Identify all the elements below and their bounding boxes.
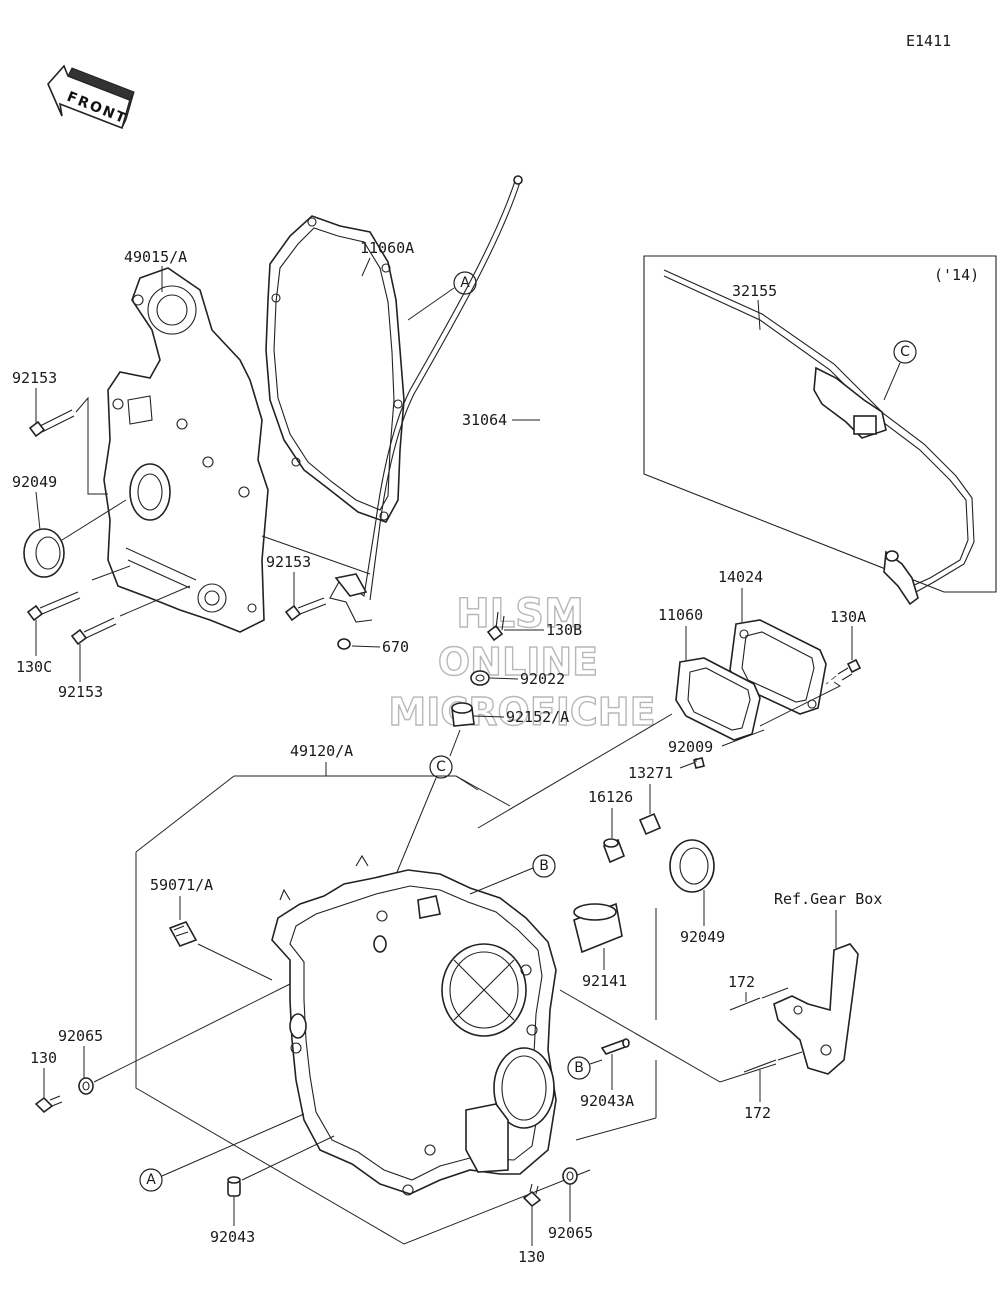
bolt-92153-top — [28, 409, 75, 438]
bolt-130-bottom — [522, 1183, 542, 1208]
screw-92009 — [679, 757, 705, 769]
callout-c-right: C — [893, 340, 917, 364]
svg-text:C: C — [900, 344, 910, 360]
gasket-11060 — [675, 657, 761, 741]
dipstick-31064 — [329, 175, 523, 623]
callout-c-left: C — [429, 755, 453, 779]
gear-box-bracket — [773, 943, 859, 1075]
bolt-92153-mid — [284, 597, 327, 622]
label-130-bottom: 130 — [518, 1248, 545, 1266]
o-ring-670 — [337, 638, 351, 650]
cap-92152A — [451, 702, 475, 727]
label-92043A: 92043A — [580, 1092, 634, 1110]
ref-gear-box: Ref.Gear Box — [774, 890, 882, 908]
washer-92022 — [470, 670, 490, 686]
callout-b-bottom: B — [567, 1056, 591, 1080]
label-92141: 92141 — [582, 972, 627, 990]
year-box-label: ('14) — [934, 266, 979, 284]
label-92153-bottom: 92153 — [58, 683, 103, 701]
label-172-bottom: 172 — [744, 1104, 771, 1122]
watermark-line-3: MICROFICHE — [388, 690, 655, 734]
bearing-92141 — [573, 902, 623, 954]
stud-172-top — [729, 997, 761, 1011]
bolt-130B — [486, 611, 505, 642]
bolt-130-left — [34, 1095, 63, 1114]
crankcase-49120A — [271, 854, 557, 1196]
watermark-line-2: ONLINE — [438, 640, 598, 684]
washer-92065-left — [78, 1077, 94, 1095]
diagram-code: E1411 — [906, 32, 951, 50]
callout-b-top: B — [532, 854, 556, 878]
front-arrow-icon: FRONT — [47, 64, 135, 130]
label-92065-bottom: 92065 — [548, 1224, 593, 1242]
dipstick-tube-32155 — [663, 269, 975, 606]
watermark: HLSM ONLINE MICROFICHE — [388, 590, 657, 734]
label-92009: 92009 — [668, 738, 713, 756]
label-92043: 92043 — [210, 1228, 255, 1246]
washer-92065-bottom — [562, 1167, 578, 1185]
label-92153-top: 92153 — [12, 369, 57, 387]
label-59071A: 59071/A — [150, 876, 213, 894]
label-16126: 16126 — [588, 788, 633, 806]
label-130B: 130B — [546, 621, 582, 639]
stud-172-bottom — [743, 1059, 777, 1073]
label-172-top: 172 — [728, 973, 755, 991]
svg-text:B: B — [574, 1060, 584, 1076]
bolt-130A — [837, 658, 862, 681]
svg-text:A: A — [460, 275, 470, 291]
timing-cover-49015A — [103, 267, 269, 633]
label-92049-left: 92049 — [12, 473, 57, 491]
oil-seal-92049-right — [669, 839, 715, 893]
svg-text:C: C — [436, 759, 446, 775]
label-130-left: 130 — [30, 1049, 57, 1067]
plug-59071A — [168, 921, 198, 947]
label-130C: 130C — [16, 658, 52, 676]
label-32155: 32155 — [732, 282, 777, 300]
label-11060: 11060 — [658, 606, 703, 624]
dowel-92043 — [227, 1176, 241, 1197]
bolt-92153-bottom — [70, 617, 117, 646]
part-13271 — [638, 812, 662, 836]
label-670: 670 — [382, 638, 409, 656]
bushing-16126 — [602, 838, 626, 864]
label-92152A: 92152/A — [506, 708, 569, 726]
label-11060A: 11060A — [360, 239, 414, 257]
oil-seal-92049-left — [23, 528, 65, 578]
label-130A: 130A — [830, 608, 866, 626]
label-49015A: 49015/A — [124, 248, 187, 266]
pin-92043A — [600, 1038, 630, 1055]
label-13271: 13271 — [628, 764, 673, 782]
label-92153-mid: 92153 — [266, 553, 311, 571]
label-92049-right: 92049 — [680, 928, 725, 946]
bolt-130C — [26, 591, 81, 622]
label-14024: 14024 — [718, 568, 763, 586]
label-92065-left: 92065 — [58, 1027, 103, 1045]
callout-a-bottom: A — [139, 1168, 163, 1192]
label-49120A: 49120/A — [290, 742, 353, 760]
label-31064: 31064 — [462, 411, 507, 429]
year-variant-box: ('14) — [643, 255, 997, 593]
svg-text:B: B — [539, 858, 549, 874]
svg-text:A: A — [146, 1172, 156, 1188]
label-92022: 92022 — [520, 670, 565, 688]
